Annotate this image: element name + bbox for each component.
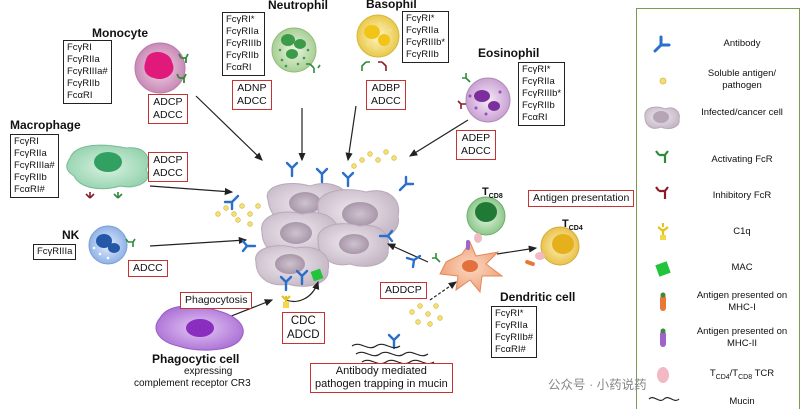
mucin-strands bbox=[351, 343, 435, 365]
phagocytosis-box: Phagocytosis bbox=[180, 292, 253, 309]
dendritic-title: Dendritic cell bbox=[500, 290, 576, 304]
mucin-icon bbox=[648, 396, 680, 402]
bound-antibodies bbox=[223, 161, 422, 350]
antigen-presentation-box: Antigen presentation bbox=[528, 190, 635, 207]
nk-receptor-list: FcγRIIIa bbox=[33, 244, 77, 260]
macrophage-cell bbox=[66, 144, 149, 199]
infected-cancer-cell-cluster bbox=[255, 183, 400, 287]
soluble-antigen-icon bbox=[659, 77, 667, 85]
tcd8-cell bbox=[466, 196, 506, 243]
phagocytic-title: Phagocytic cell bbox=[152, 352, 240, 366]
phagocytic-subtitle-2: complement receptor CR3 bbox=[134, 378, 251, 389]
macrophage-title: Macrophage bbox=[10, 118, 81, 132]
c1q-icon bbox=[657, 223, 669, 240]
inhibitory-fcr-icon bbox=[655, 186, 669, 199]
activating-fcr-icon bbox=[655, 150, 669, 163]
eosinophil-cell bbox=[457, 73, 511, 123]
soluble-antigens bbox=[215, 149, 443, 327]
tcd4-cell bbox=[535, 226, 580, 266]
monocyte-cell bbox=[134, 42, 189, 94]
antibody-icon bbox=[653, 35, 671, 53]
dendritic-function-box: ADDCP bbox=[380, 282, 427, 299]
nk-title: NK bbox=[62, 228, 80, 242]
mac-icon bbox=[655, 261, 671, 277]
legend-panel: Antibody Soluble antigen/ pathogen Infec… bbox=[636, 8, 800, 409]
eosinophil-title: Eosinophil bbox=[478, 46, 540, 60]
dashed-arrow-from-antigen bbox=[429, 281, 457, 301]
nk-cell bbox=[88, 225, 136, 265]
phagocytic-cell bbox=[155, 305, 244, 351]
watermark-text: 公众号 · 小药说药 bbox=[548, 378, 647, 392]
basophil-title: Basophil bbox=[366, 0, 417, 11]
nk-function-box: ADCC bbox=[128, 260, 168, 277]
dendritic-cell bbox=[432, 240, 535, 294]
diagram-canvas bbox=[66, 14, 580, 365]
monocyte-title: Monocyte bbox=[92, 26, 149, 40]
phagocytic-subtitle-1: expressing bbox=[184, 366, 233, 377]
neutrophil-cell bbox=[271, 27, 321, 73]
basophil-cell bbox=[356, 14, 400, 71]
c1q-icon bbox=[281, 295, 291, 308]
neutrophil-title: Neutrophil bbox=[268, 0, 328, 12]
mhc2-antigen-icon bbox=[660, 328, 666, 347]
mhc1-antigen-icon bbox=[660, 292, 666, 311]
infected-cancer-cell-icon bbox=[644, 106, 680, 130]
tcd8-label: TCD8 bbox=[482, 186, 503, 201]
tcd4-label: TCD4 bbox=[562, 218, 583, 233]
tcr-icon bbox=[657, 367, 669, 383]
mac-icon bbox=[310, 268, 324, 282]
